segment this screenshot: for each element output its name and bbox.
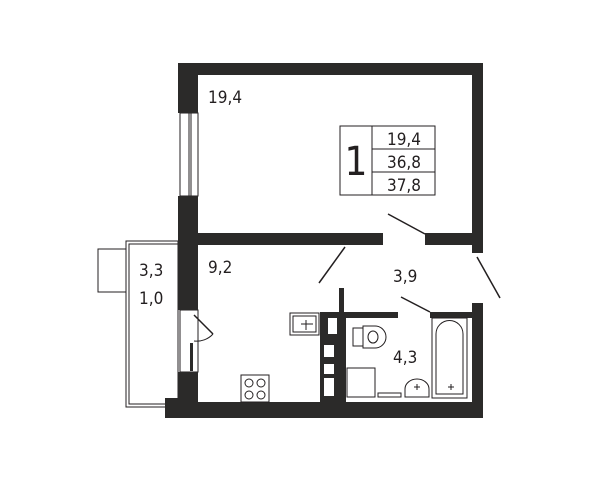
window-living (179, 112, 199, 197)
balcony-door (179, 309, 214, 373)
living-area: 19,4 (387, 130, 421, 150)
total-area: 36,8 (387, 153, 421, 173)
total-area-with-balcony: 37,8 (387, 176, 421, 196)
hallway-area: 3,9 (393, 267, 417, 287)
walls (165, 63, 483, 418)
balcony-area: 3,3 (139, 261, 163, 281)
door-living[interactable] (387, 213, 426, 235)
bathroom-area: 4,3 (393, 348, 417, 368)
washbasin (404, 378, 430, 398)
stove (240, 374, 270, 403)
balcony-reduced-area: 1,0 (139, 289, 163, 309)
door-entrance[interactable] (476, 256, 501, 299)
toilet (352, 325, 387, 349)
balcony-cabinet (97, 248, 127, 293)
living-room-area: 19,4 (208, 88, 242, 108)
bathtub (431, 317, 468, 399)
rooms-count: 1 (345, 139, 368, 185)
kitchen-sink (289, 312, 320, 336)
door-bathroom[interactable] (400, 296, 431, 313)
apartment-summary-table: 1 19,4 36,8 37,8 (339, 125, 436, 196)
kitchen-area: 9,2 (208, 258, 232, 278)
balcony (97, 240, 179, 408)
door-kitchen[interactable] (318, 246, 346, 284)
washing-machine (346, 367, 402, 398)
